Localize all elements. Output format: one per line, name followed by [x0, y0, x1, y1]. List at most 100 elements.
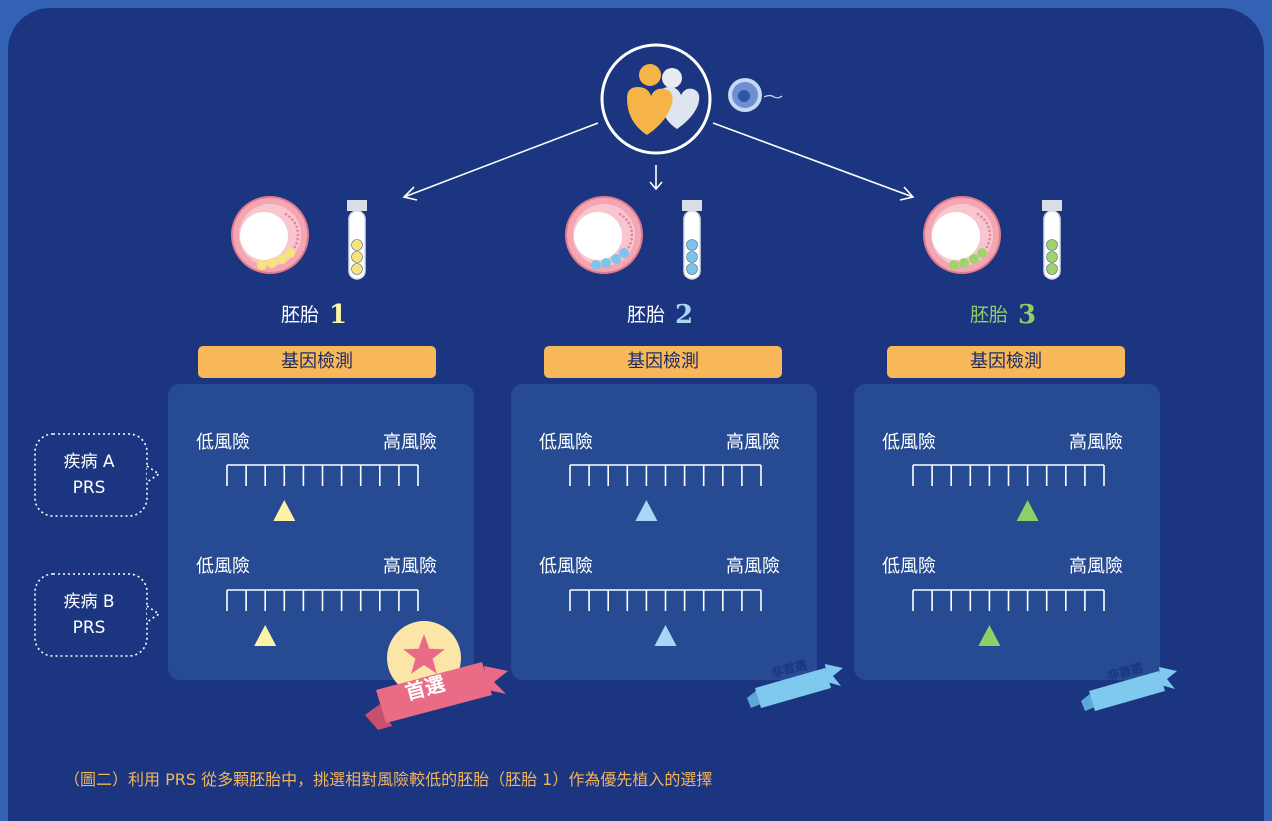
embryo-dot	[987, 225, 990, 229]
risk-ruler	[912, 589, 1105, 646]
high-risk-label: 高風險	[383, 556, 437, 577]
embryo-dot	[985, 221, 989, 225]
embryo-dot	[629, 241, 632, 245]
high-risk-label: 高風險	[726, 556, 780, 577]
embryo-dot	[622, 215, 625, 218]
embryo-bead	[267, 258, 277, 268]
embryo-dot	[629, 225, 632, 229]
tube-cap	[1042, 200, 1062, 211]
egg-cell-icon	[728, 78, 783, 112]
genetic-test-badge-1: 基因檢測	[198, 346, 436, 378]
risk-marker-triangle	[978, 625, 1001, 646]
embryo-3-illustration	[923, 196, 1062, 280]
tube-sample	[1046, 251, 1058, 263]
embryo-dot	[988, 233, 992, 237]
low-risk-label: 低風險	[882, 556, 936, 577]
embryo-number-1: 1	[329, 300, 348, 330]
high-risk-label: 高風險	[383, 432, 437, 453]
disease-b-bubble	[34, 573, 161, 657]
tube-sample	[351, 263, 363, 275]
low-risk-label: 低風險	[196, 432, 250, 453]
embryo-dot	[288, 215, 291, 218]
risk-marker-triangle	[1016, 500, 1039, 521]
embryo-1-illustration	[231, 196, 367, 280]
low-risk-label: 低風險	[196, 556, 250, 577]
high-risk-label: 高風險	[1069, 556, 1123, 577]
embryo-bead	[591, 260, 601, 270]
ribbon-tail-right	[484, 666, 508, 694]
high-risk-label: 高風險	[726, 432, 780, 453]
embryo-bead	[611, 254, 621, 264]
tube-sample	[1046, 239, 1058, 251]
low-risk-label: 低風險	[882, 432, 936, 453]
embryo-dot	[293, 221, 297, 225]
tube-sample	[686, 263, 698, 275]
risk-marker-triangle	[654, 625, 677, 646]
figure-caption: （圖二）利用 PRS 從多顆胚胎中，挑選相對風險較低的胚胎（胚胎 1）作為優先植…	[64, 770, 713, 789]
embryo-bead	[619, 248, 629, 258]
embryo-dot	[625, 218, 628, 221]
tube-sample	[1046, 263, 1058, 275]
embryo-cavity	[932, 212, 980, 260]
parents-icon	[600, 43, 712, 155]
embryo-dot	[630, 233, 634, 237]
embryo-bead	[959, 258, 969, 268]
disease-a-bubble	[34, 433, 161, 517]
embryo-cavity	[574, 212, 622, 260]
tube-sample	[686, 251, 698, 263]
not-first-choice-ribbon-3	[1081, 667, 1177, 711]
tube-cap	[347, 200, 367, 211]
embryo-dot	[987, 241, 990, 245]
risk-marker-triangle	[273, 500, 296, 521]
star-icon	[403, 634, 445, 674]
risk-ruler	[569, 464, 762, 521]
arrow-to-embryo-1	[403, 122, 599, 198]
embryo-dot	[988, 237, 991, 241]
ribbon-band	[755, 668, 831, 708]
embryo-dot	[291, 218, 294, 221]
embryo-number-3: 3	[1018, 300, 1037, 330]
not-first-choice-ribbon-2	[747, 664, 843, 708]
risk-ruler	[912, 464, 1105, 521]
embryo-dot	[618, 212, 622, 216]
embryo-dot	[985, 245, 989, 249]
embryo-dot	[988, 229, 991, 233]
risk-ruler	[226, 589, 419, 646]
embryo-dot	[295, 241, 298, 245]
embryo-bead	[977, 248, 987, 258]
arrow-to-embryo-3	[712, 122, 914, 198]
risk-marker-triangle	[635, 500, 658, 521]
embryo-dot	[295, 225, 298, 229]
embryo-panel-3	[854, 384, 1160, 680]
embryo-dot	[976, 212, 980, 216]
embryo-number-2: 2	[675, 300, 694, 330]
tube-sample	[351, 239, 363, 251]
ribbon-tail-right	[825, 664, 843, 686]
embryo-bead	[277, 254, 287, 264]
genetic-test-badge-3: 基因檢測	[887, 346, 1125, 378]
low-risk-label: 低風險	[539, 556, 593, 577]
embryo-bead	[601, 258, 611, 268]
embryo-cavity	[240, 212, 288, 260]
embryo-dot	[983, 218, 986, 221]
risk-marker-triangle	[254, 625, 277, 646]
embryo-dot	[296, 229, 299, 233]
low-risk-label: 低風險	[539, 432, 593, 453]
branch-arrows	[402, 122, 915, 201]
risk-ruler	[569, 589, 762, 646]
embryo-dot	[284, 212, 288, 216]
embryo-bead	[969, 254, 979, 264]
first-choice-ribbon	[365, 621, 508, 730]
tube-sample	[351, 251, 363, 263]
embryo-bead	[949, 260, 959, 270]
high-risk-label: 高風險	[1069, 432, 1123, 453]
embryo-bead	[285, 248, 295, 258]
